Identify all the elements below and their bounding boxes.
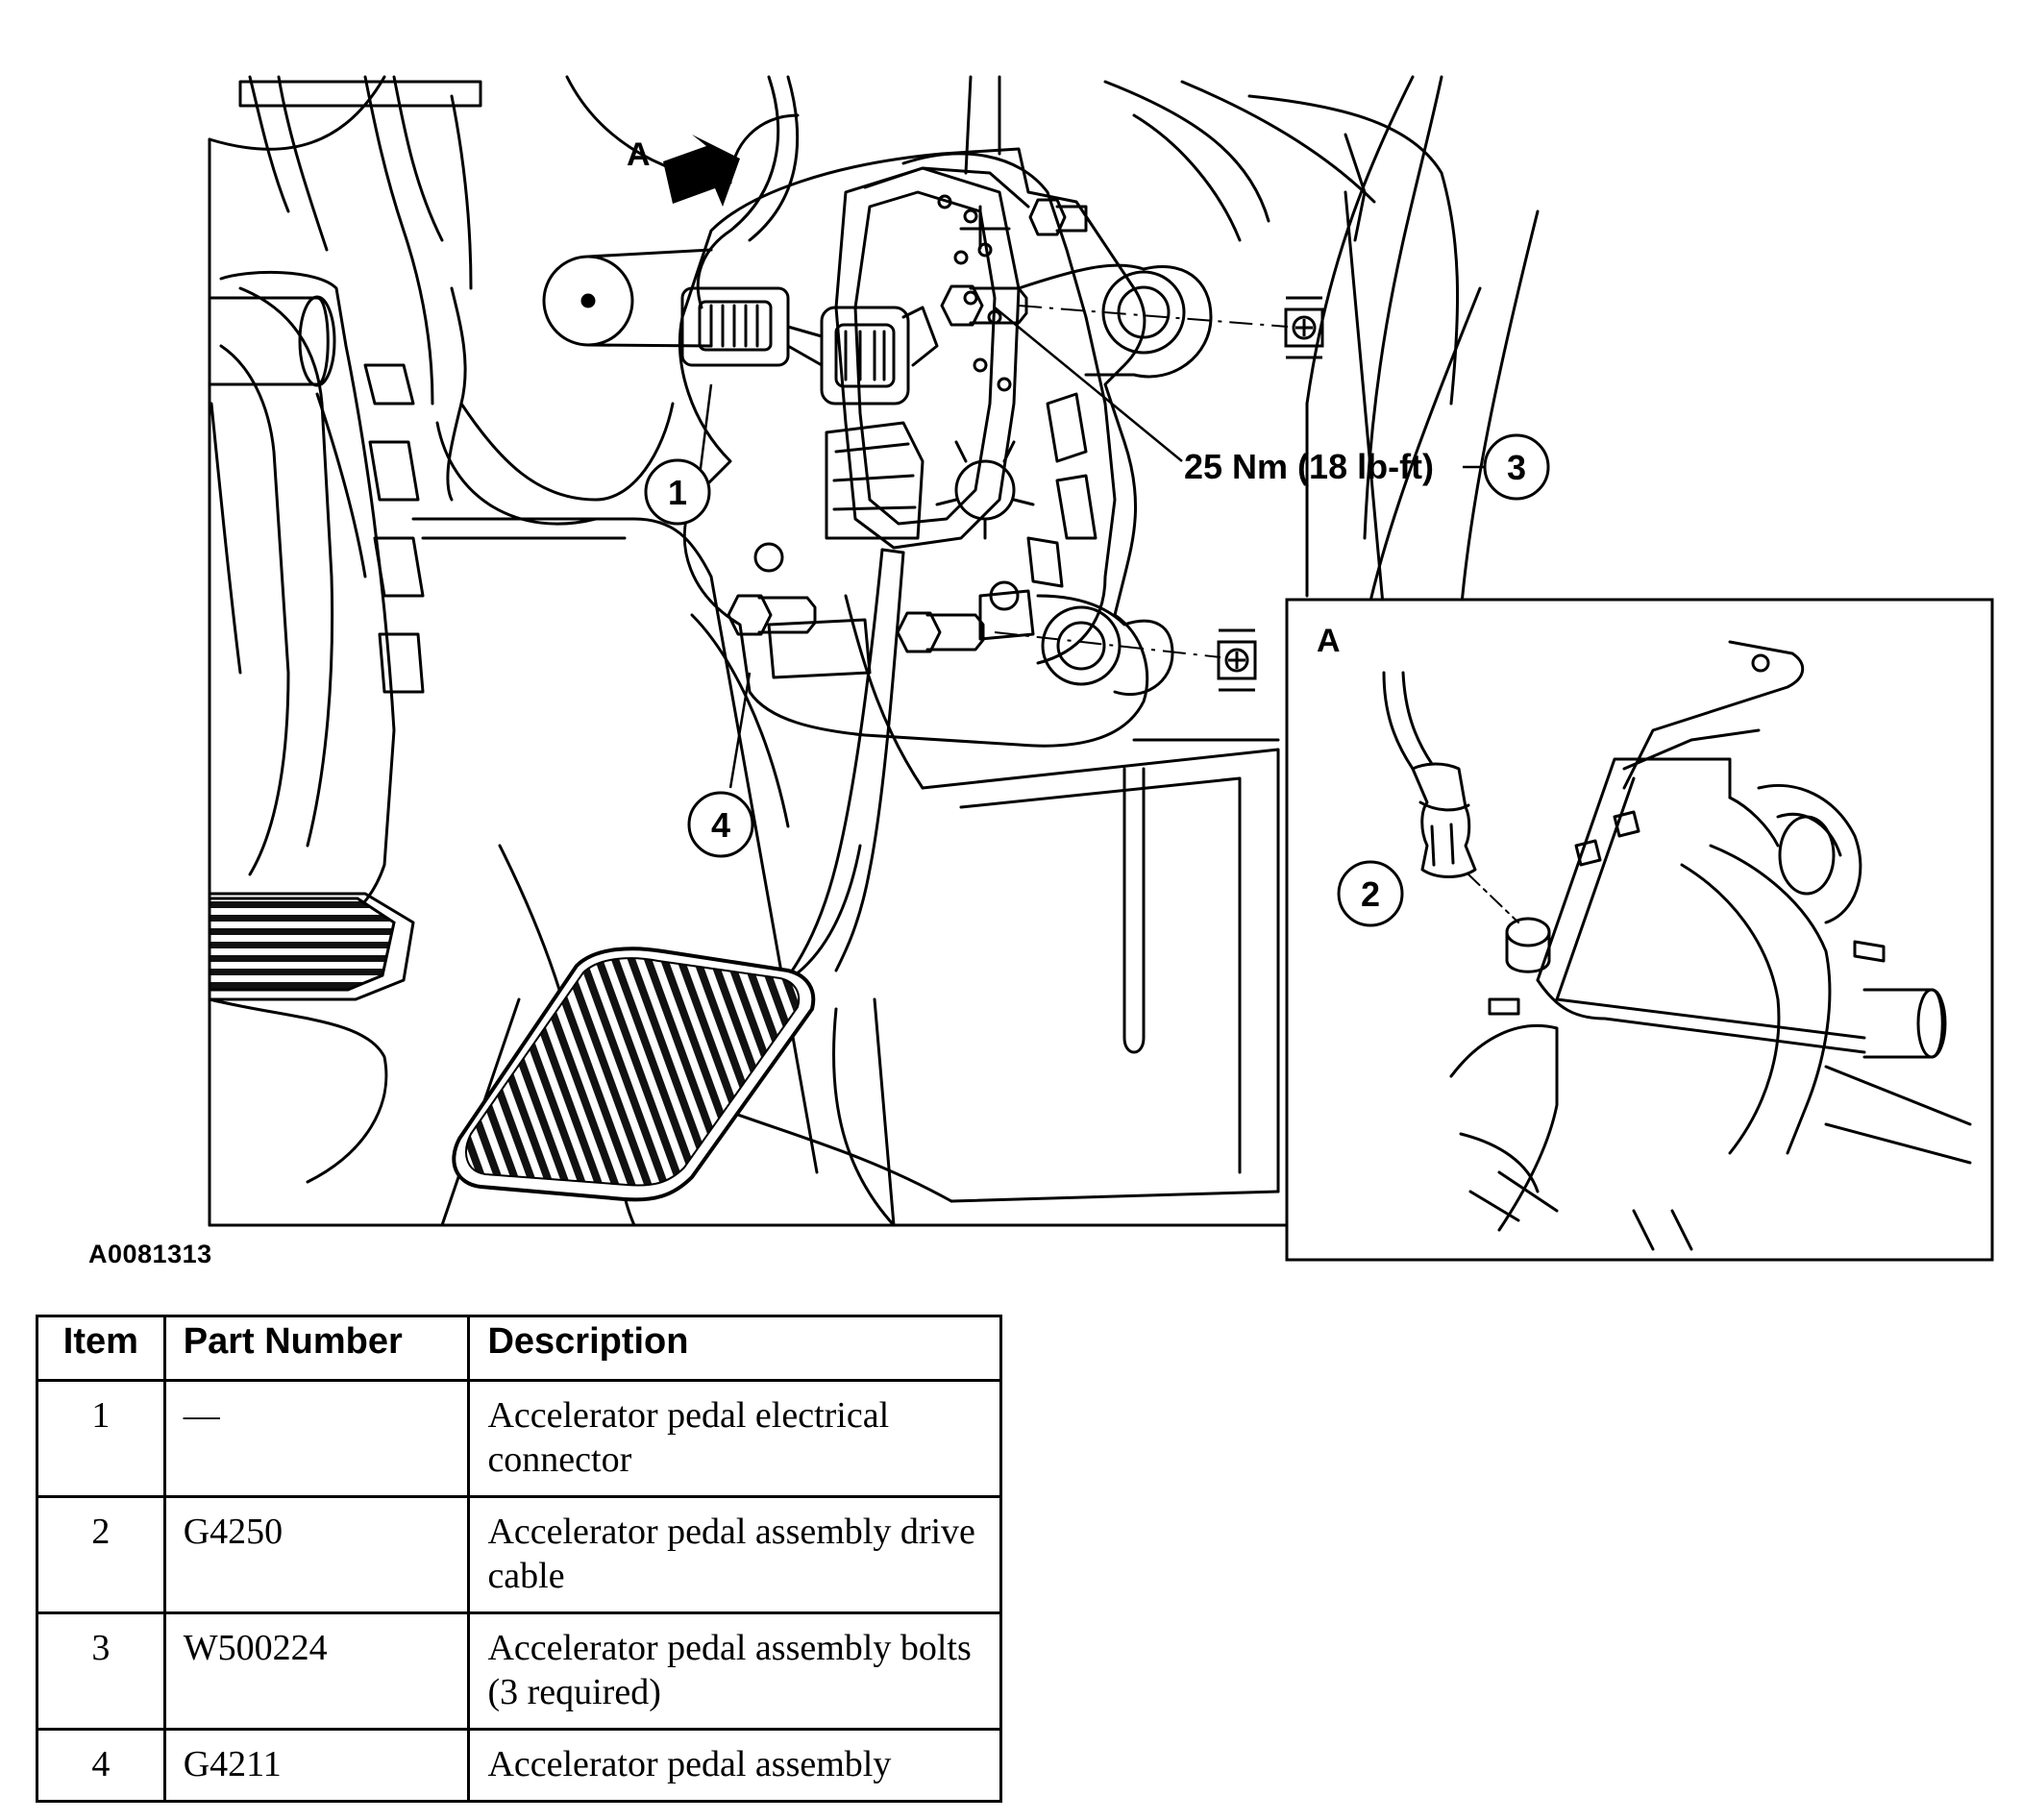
- row-part-number: G4211: [162, 1728, 471, 1803]
- parts-table: Item Part Number Description 1 — Acceler…: [36, 1315, 1002, 1803]
- row-item: 1: [36, 1379, 166, 1498]
- table-row: 4 G4211 Accelerator pedal assembly: [36, 1728, 1002, 1803]
- alignment-lines: [994, 305, 1289, 658]
- callout-4-label: 4: [711, 805, 730, 845]
- header-item: Item: [36, 1315, 166, 1382]
- inset-label: A: [1317, 623, 1341, 659]
- main-view-linework: [208, 75, 1540, 1227]
- row-description: Accelerator pedal assembly bolts (3 requ…: [467, 1611, 1002, 1731]
- callout-4: 4: [687, 791, 754, 858]
- row-description: Accelerator pedal assembly drive cable: [467, 1495, 1002, 1614]
- row-item: 2: [36, 1495, 166, 1614]
- header-part-number: Part Number: [162, 1315, 471, 1382]
- accelerator-pedal-pad: [452, 947, 816, 1202]
- view-a-label: A: [627, 136, 651, 173]
- figure-id: A0081313: [88, 1240, 212, 1268]
- table-header-row: Item Part Number Description: [36, 1315, 1002, 1382]
- row-item: 4: [36, 1728, 166, 1803]
- row-item: 3: [36, 1611, 166, 1731]
- ground-symbols: [1217, 296, 1324, 692]
- brake-pedal-pad: [208, 897, 396, 992]
- callout-1: 1: [644, 458, 711, 526]
- row-description: Accelerator pedal electrical connector: [467, 1379, 1002, 1498]
- row-part-number: G4250: [162, 1495, 471, 1614]
- row-part-number: W500224: [162, 1611, 471, 1731]
- bolt-lower-right: [896, 611, 985, 653]
- callout-3: 3: [1483, 433, 1550, 501]
- callout-1-label: 1: [668, 473, 687, 512]
- row-description: Accelerator pedal assembly: [467, 1728, 1002, 1803]
- callout-3-label: 3: [1507, 448, 1526, 487]
- table-row: 3 W500224 Accelerator pedal assembly bol…: [36, 1611, 1002, 1731]
- row-part-number: —: [162, 1379, 471, 1498]
- table-row: 1 — Accelerator pedal electrical connect…: [36, 1379, 1002, 1498]
- inset-detail-a: A: [1285, 598, 1994, 1262]
- header-description: Description: [467, 1315, 1002, 1382]
- callout-2-label: 2: [1361, 874, 1380, 914]
- view-a-arrow: A: [627, 135, 740, 207]
- table-row: 2 G4250 Accelerator pedal assembly drive…: [36, 1495, 1002, 1614]
- callout-2: 2: [1337, 860, 1404, 927]
- torque-spec-label: 25 Nm (18 lb-ft): [1184, 447, 1434, 486]
- bolt-lower-left: [727, 594, 817, 636]
